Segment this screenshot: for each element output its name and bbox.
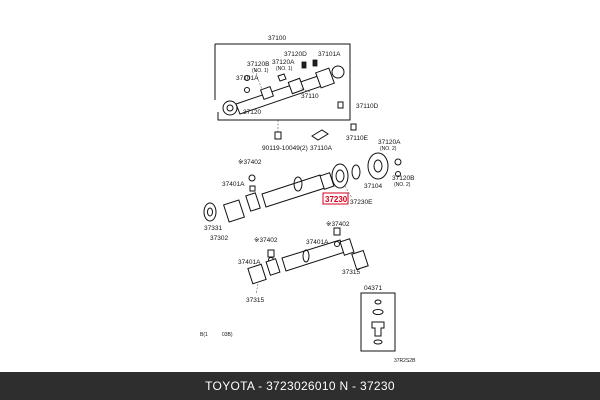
label-37401A-b: 37401A (306, 239, 329, 246)
label-37315-a: 37315 (246, 297, 264, 304)
mount-hardware-group: 37110D 37110E 90119-10049(2) 37110A (262, 101, 379, 152)
label-37120A-left: 37120A (272, 59, 295, 66)
label-37120B-left: 37120B (247, 61, 269, 68)
figure-code: 37R2S2B (394, 358, 416, 364)
part-caption-bar: TOYOTA - 3723026010 N - 37230 (0, 372, 600, 400)
footnote-right: 03B) (222, 332, 233, 338)
label-37101A-left: 37101A (236, 75, 259, 82)
label-37110A: 37110A (310, 145, 333, 152)
upper-joint-a (259, 85, 275, 101)
label-37402-b: ※37402 (254, 237, 278, 244)
label-37401A-c: 37401A (238, 259, 261, 266)
label-37120B-right: 37120B (392, 175, 414, 182)
label-37302: 37302 (210, 235, 228, 242)
part-caption-text: TOYOTA - 3723026010 N - 37230 (205, 379, 395, 393)
label-37230E: 37230E (350, 199, 373, 206)
label-37230-highlight[interactable]: 37230 (325, 195, 348, 204)
label-37120D: 37120D (284, 51, 307, 58)
assembly-37100-group: 37100 37120D 37101A 37120B (NO. 1) 37120… (214, 35, 351, 121)
upper-flange-left (222, 100, 238, 116)
label-37110E: 37110E (346, 135, 369, 142)
flange-37331 (203, 202, 217, 222)
label-no1-b: (NO. 1) (276, 66, 293, 72)
label-no2-b: (NO. 2) (394, 182, 411, 188)
center-bearing-37230 (331, 163, 349, 189)
label-37104: 37104 (364, 183, 382, 190)
label-37110D: 37110D (356, 103, 379, 110)
upper-flange-right (331, 65, 345, 79)
upper-joint-c (315, 67, 335, 89)
footnote-left: B(1 (200, 332, 208, 338)
label-37100: 37100 (268, 35, 286, 42)
label-37402-a: ※37402 (238, 159, 262, 166)
lower-shaft-group: ※37402 ※37402 37401A 37401A 37315 37315 (238, 221, 369, 304)
label-37120: 37120 (243, 109, 261, 116)
label-37331: 37331 (204, 225, 222, 232)
right-flange-group: 37120A (NO. 2) 37104 37120B (NO. 2) (364, 139, 414, 190)
label-04371: 04371 (364, 285, 382, 292)
label-37120A-right: 37120A (378, 139, 401, 146)
upper-joint-b (287, 77, 305, 95)
middle-shaft-group: ※37402 37401A 37331 37302 37230 37230E (203, 159, 373, 242)
flange-37104 (367, 152, 389, 180)
label-no2-a: (NO. 2) (380, 146, 397, 152)
middle-shaft-tube (261, 174, 326, 208)
kit-04371-group: 04371 (360, 285, 396, 352)
parts-diagram: 37100 37120D 37101A 37120B (NO. 1) 37120… (200, 35, 416, 364)
label-37401A-a: 37401A (222, 181, 245, 188)
label-37315-b: 37315 (342, 269, 360, 276)
label-37110: 37110 (301, 93, 319, 100)
label-no1-a: (NO. 1) (252, 68, 269, 74)
label-90119: 90119-10049(2) (262, 145, 308, 152)
highlight-box-37230 (322, 192, 349, 205)
yoke-37302 (222, 199, 246, 223)
label-37402-c: ※37402 (326, 221, 350, 228)
label-37101A-top: 37101A (318, 51, 341, 58)
